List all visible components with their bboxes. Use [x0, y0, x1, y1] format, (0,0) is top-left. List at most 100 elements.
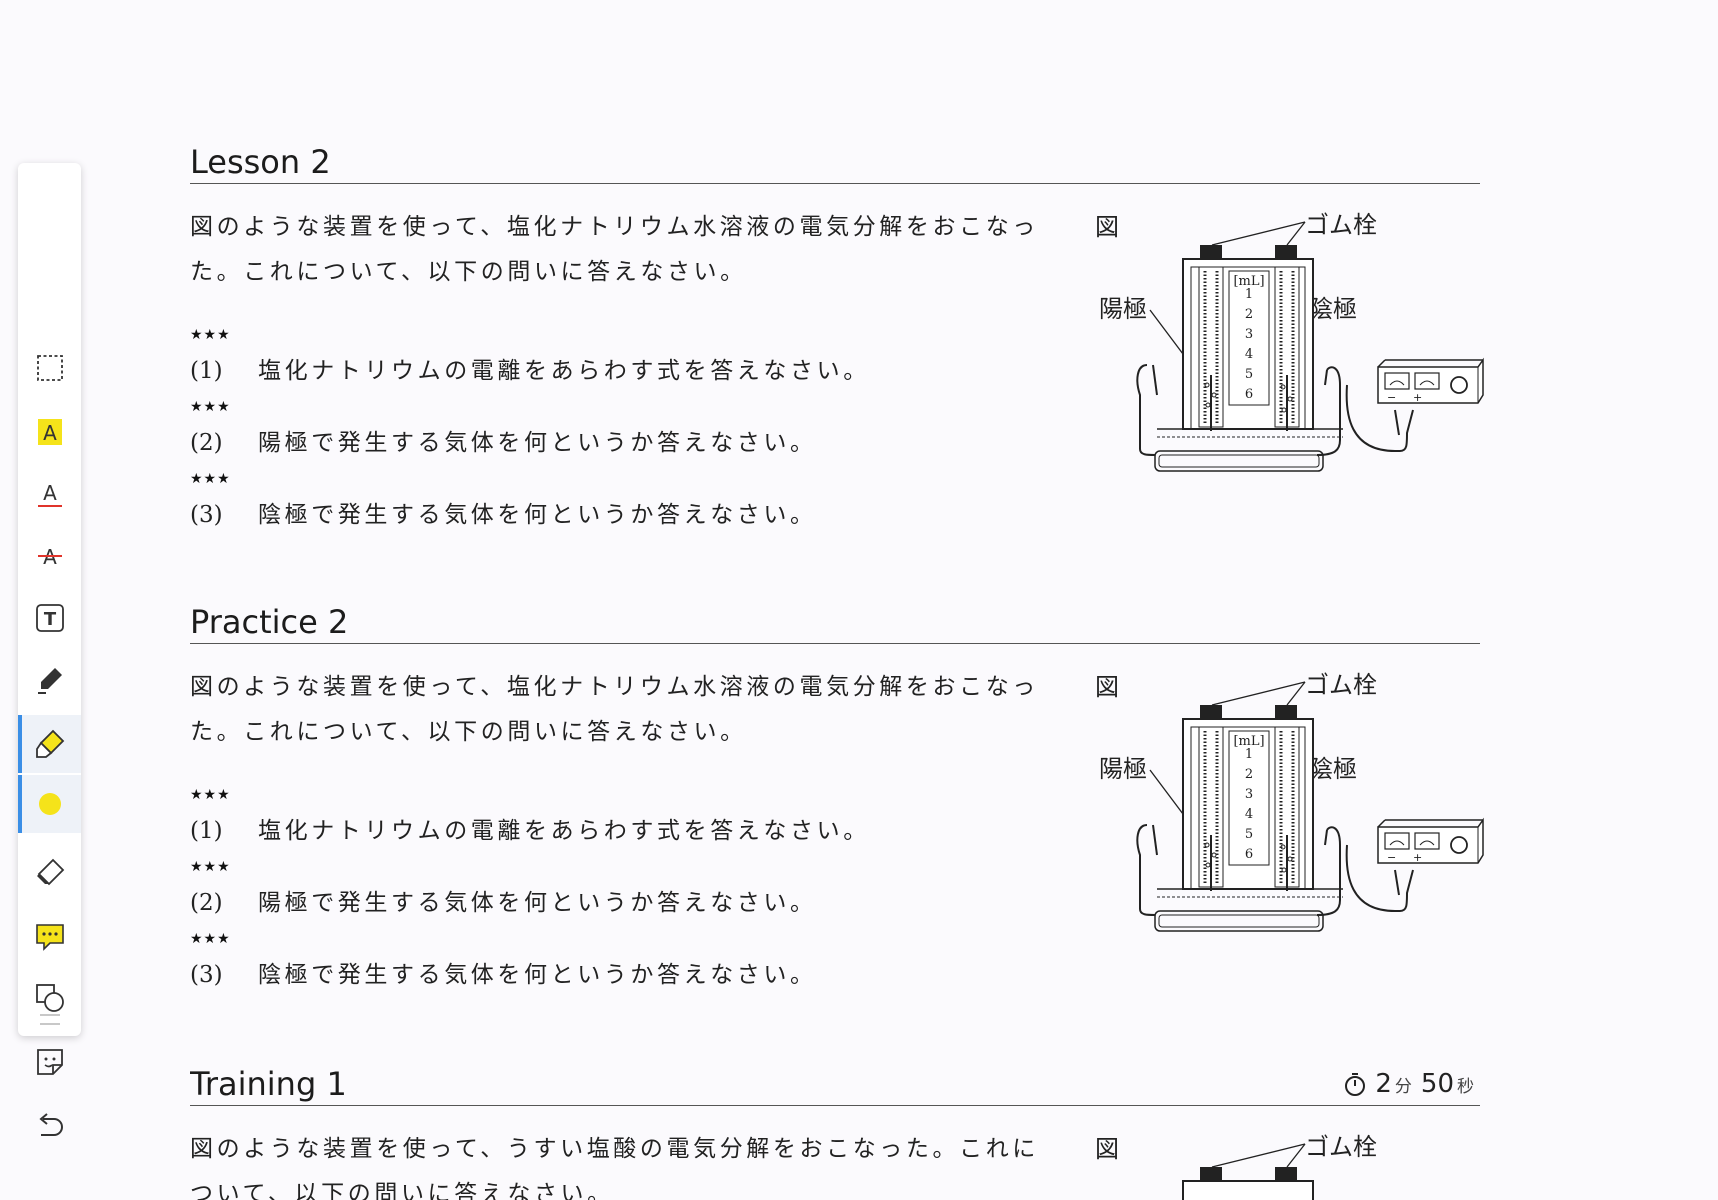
stopwatch-icon: [1345, 1073, 1366, 1096]
question-text: 塩化ナトリウムの電離をあらわす式を答えなさい。: [258, 818, 870, 844]
question-1: ★★★ (1) 塩化ナトリウムの電離をあらわす式を答えなさい。: [190, 327, 870, 385]
section-intro: 図のような装置を使って、塩化ナトリウム水溶液の電気分解をおこなっ た。これについ…: [190, 205, 1070, 295]
scale-unit-label: [mL]: [1233, 734, 1264, 749]
undo-icon: [38, 1113, 63, 1136]
highlighter-icon: [35, 729, 64, 758]
apparatus-diagram: [mL] 1 2 3 4 5 6: [1136, 681, 1484, 932]
section-practice-2: Practice 2 図のような装置を使って、塩化ナトリウム水溶液の電気分解をお…: [190, 597, 1484, 1017]
section-title: Lesson 2: [190, 143, 331, 181]
question-number: (3): [190, 962, 223, 988]
question-3: ★★★ (3)陰極で発生する気体を何というか答えなさい。: [190, 471, 817, 529]
anode-label: 陽極: [1099, 755, 1147, 783]
cathode-label: 陰極: [1309, 295, 1357, 323]
comment-tool[interactable]: [18, 907, 81, 965]
svg-text:A: A: [43, 421, 57, 445]
text-box-icon: T: [35, 604, 64, 632]
color-dot-icon: [38, 793, 61, 815]
svg-text:+: +: [1413, 851, 1422, 864]
text-box-tool[interactable]: T: [18, 589, 81, 647]
question-number: (3): [190, 502, 223, 528]
svg-text:−: −: [1387, 391, 1396, 404]
scale-tick-label: 1: [1245, 747, 1253, 762]
figure-label: 図: [1095, 1135, 1119, 1163]
select-rect-tool[interactable]: [18, 339, 81, 397]
undo-tool[interactable]: [18, 1097, 81, 1155]
sticker-icon: [36, 1049, 63, 1075]
anode-label: 陽極: [1099, 295, 1147, 323]
question-text: 陽極で発生する気体を何というか答えなさい。: [258, 890, 817, 916]
question-number: (1): [190, 358, 223, 384]
cathode-label: 陰極: [1309, 755, 1357, 783]
intro-line: た。これについて、以下の問いに答えなさい。: [190, 719, 747, 745]
strikethrough-text-tool[interactable]: A: [18, 527, 81, 585]
scale-tick-label: 4: [1245, 807, 1253, 822]
figure-label: 図: [1095, 213, 1119, 241]
intro-line: ついて、以下の問いに答えなさい。: [190, 1181, 614, 1200]
figure-label: 図: [1095, 673, 1119, 701]
timer-minutes: 2: [1375, 1069, 1392, 1099]
section-header: Practice 2: [190, 597, 1480, 644]
section-intro: 図のような装置を使って、塩化ナトリウム水溶液の電気分解をおこなっ た。これについ…: [190, 665, 1070, 755]
difficulty-stars: ★★★: [190, 787, 231, 803]
pen-tool[interactable]: [18, 651, 81, 709]
highlighter-tool[interactable]: [18, 715, 81, 773]
scale-tick-label: 4: [1245, 347, 1253, 362]
scale-tick-label: 1: [1245, 287, 1253, 302]
section-header: Training 1 2 分 50 秒: [190, 1059, 1480, 1106]
scale-unit-label: [mL]: [1233, 274, 1264, 289]
question-text: 陰極で発生する気体を何というか答えなさい。: [258, 962, 817, 988]
intro-line: た。これについて、以下の問いに答えなさい。: [190, 259, 747, 285]
sticker-tool[interactable]: [18, 1033, 81, 1091]
scale-tick-label: 3: [1245, 327, 1253, 342]
toolbar-drag-handle[interactable]: [40, 1014, 60, 1025]
section-title: Training 1: [190, 1065, 347, 1103]
difficulty-stars: ★★★: [190, 859, 231, 875]
annotation-toolbar: A A A T: [18, 163, 81, 1136]
scale-tick-label: 6: [1245, 387, 1253, 402]
rubber-stopper-label: ゴム栓: [1305, 211, 1377, 239]
intro-line: 図のような装置を使って、塩化ナトリウム水溶液の電気分解をおこなっ: [190, 674, 1039, 700]
highlight-a-icon: A: [37, 419, 62, 445]
highlight-text-tool[interactable]: A: [18, 403, 81, 461]
eraser-icon: [36, 858, 64, 886]
apparatus-diagram: [1182, 1143, 1314, 1200]
shapes-tool[interactable]: [18, 969, 81, 1027]
pen-icon: [37, 668, 62, 694]
svg-text:A: A: [43, 481, 57, 505]
difficulty-stars: ★★★: [190, 399, 231, 415]
difficulty-stars: ★★★: [190, 327, 231, 343]
strikethrough-a-icon: A: [37, 545, 62, 569]
difficulty-stars: ★★★: [190, 931, 231, 947]
question-2: ★★★ (2) 陽極で発生する気体を何というか答えなさい。: [190, 399, 817, 457]
section-lesson-2: Lesson 2 図のような装置を使って、塩化ナトリウム水溶液の電気分解をおこな…: [190, 137, 1484, 557]
intro-line: 図のような装置を使って、うすい塩酸の電気分解をおこなった。これに: [190, 1136, 1039, 1162]
comment-icon: [35, 924, 64, 951]
color-picker[interactable]: [18, 775, 81, 833]
underline-a-icon: A: [37, 481, 62, 507]
question-text: 陽極で発生する気体を何というか答えなさい。: [258, 430, 817, 456]
svg-text:−: −: [1387, 851, 1396, 864]
eraser-tool[interactable]: [18, 843, 81, 901]
question-1: ★★★ (1)塩化ナトリウムの電離をあらわす式を答えなさい。: [190, 787, 870, 845]
rubber-stopper-label: ゴム栓: [1305, 671, 1377, 699]
timer-minutes-unit: 分: [1394, 1077, 1412, 1097]
countdown-timer: 2 分 50 秒: [1342, 1069, 1480, 1099]
scale-tick-label: 2: [1245, 767, 1253, 782]
scale-tick-label: 6: [1245, 847, 1253, 862]
scale-tick-label: 3: [1245, 787, 1253, 802]
intro-line: 図のような装置を使って、塩化ナトリウム水溶液の電気分解をおこなっ: [190, 214, 1039, 240]
scale-tick-label: 2: [1245, 307, 1253, 322]
shapes-icon: [35, 984, 64, 1012]
underline-text-tool[interactable]: A: [18, 465, 81, 523]
timer-seconds: 50: [1420, 1069, 1454, 1099]
question-number: (2): [190, 430, 223, 456]
question-number: (2): [190, 890, 223, 916]
svg-text:+: +: [1413, 391, 1422, 404]
timer-seconds-unit: 秒: [1457, 1077, 1474, 1097]
section-training-1: Training 1 2 分 50 秒 図のような装置を使って、うすい塩酸の電気…: [190, 1059, 1480, 1200]
question-text: 塩化ナトリウムの電離をあらわす式を答えなさい。: [258, 358, 870, 384]
question-2: ★★★ (2) 陽極で発生する気体を何というか答えなさい。: [190, 859, 817, 917]
section-title: Practice 2: [190, 603, 349, 641]
question-3: ★★★ (3) 陰極で発生する気体を何というか答えなさい。: [190, 931, 817, 989]
question-text: 陰極で発生する気体を何というか答えなさい。: [258, 502, 817, 528]
